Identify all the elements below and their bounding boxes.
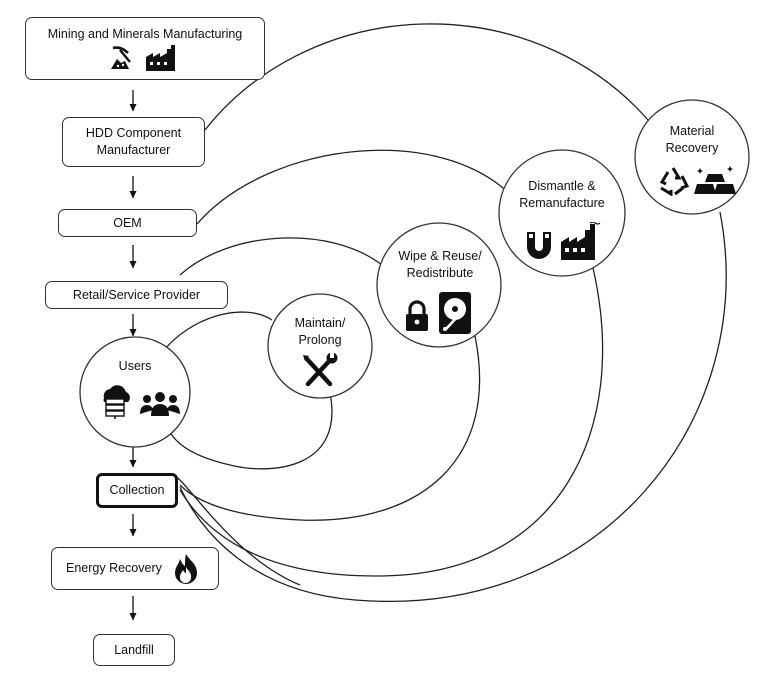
- wipe-loop-arc: [179, 237, 383, 276]
- material-label: Material Recovery: [665, 124, 719, 155]
- maintain-loop-arc: [159, 311, 273, 356]
- collection-label: Collection: [109, 483, 165, 498]
- landfill-node: Landfill: [93, 634, 175, 666]
- maintain-circle: [267, 293, 373, 399]
- collection-node: Collection: [96, 473, 178, 508]
- padlock-icon: [406, 300, 428, 331]
- material-circle: [634, 99, 750, 215]
- maintain-label: Maintain/ Prolong: [294, 316, 346, 347]
- dismantle-loop-return: [179, 267, 604, 577]
- collection-exit: [177, 477, 301, 586]
- dismantle-label: Dismantle & Remanufacture: [519, 179, 605, 210]
- recycle-icon: [659, 167, 689, 196]
- maintain-loop-return: [167, 392, 333, 470]
- hdd-component-label: HDD Component Manufacturer: [85, 126, 182, 157]
- hdd-component-node: HDD Component Manufacturer: [62, 117, 205, 167]
- hard-drive-icon: [439, 292, 471, 334]
- factory-icon: [146, 44, 175, 71]
- oem-node: OEM: [58, 209, 197, 237]
- landfill-label: Landfill: [114, 642, 154, 657]
- magnet-icon: [527, 232, 551, 259]
- material-loop-return: [179, 211, 727, 602]
- flame-icon: [174, 553, 197, 584]
- mining-node: Mining and Minerals Manufacturing: [25, 17, 265, 80]
- mining-label: Mining and Minerals Manufacturing: [47, 27, 243, 42]
- gold-bars-icon: [694, 166, 736, 194]
- users-label: Users: [118, 359, 152, 373]
- wipe-label: Wipe & Reuse/ Redistribute: [398, 249, 482, 280]
- wrench-screwdriver-icon: [303, 352, 338, 387]
- energy-recovery-node: Energy Recovery: [51, 547, 219, 590]
- oem-label: OEM: [113, 215, 142, 230]
- retail-node: Retail/Service Provider: [45, 281, 228, 309]
- pickaxe-icon: [111, 46, 131, 69]
- cloud-server-icon: [103, 385, 130, 419]
- dismantle-loop-arc: [196, 149, 521, 225]
- people-group-icon: [140, 392, 180, 416]
- energy-recovery-label: Energy Recovery: [66, 561, 162, 576]
- wipe-loop-return: [179, 335, 481, 521]
- users-circle: [79, 336, 191, 448]
- factory-icon: [561, 222, 601, 260]
- retail-label: Retail/Service Provider: [72, 287, 201, 302]
- material-loop-arc: [204, 23, 649, 131]
